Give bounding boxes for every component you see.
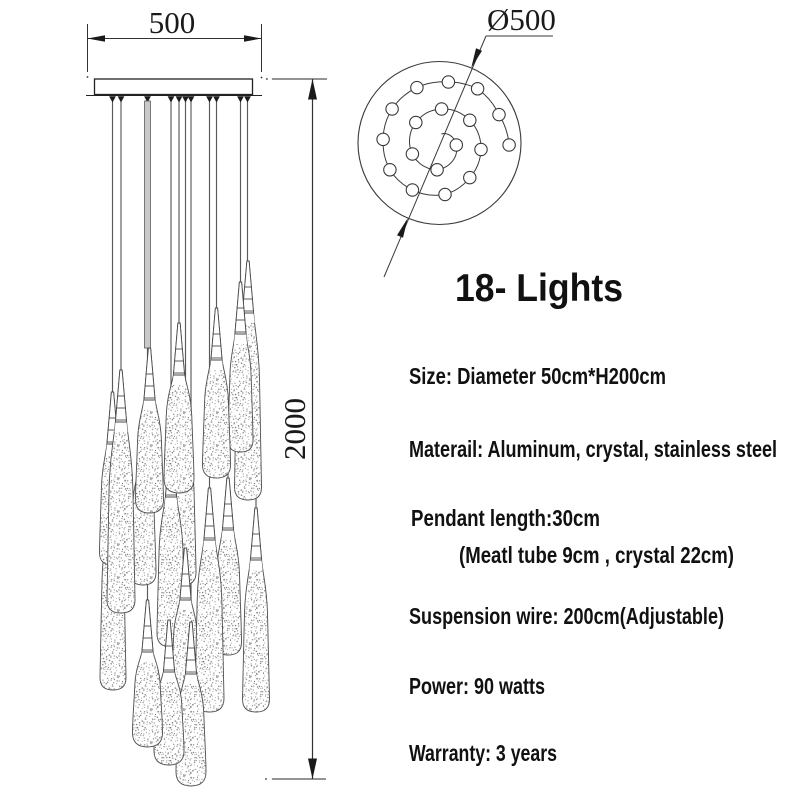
svg-text:Warranty: 3 years: Warranty: 3 years [409,740,557,766]
svg-text:Pendant length:30cm: Pendant length:30cm [411,505,600,531]
svg-text:Suspension wire: 200cm(Adjusta: Suspension wire: 200cm(Adjustable) [409,603,724,629]
svg-text:Power: 90 watts: Power: 90 watts [409,673,545,699]
svg-text:500: 500 [149,5,196,40]
svg-text:2000: 2000 [277,398,312,460]
svg-text:Materail: Aluminum, crystal, s: Materail: Aluminum, crystal, stainless s… [409,436,777,462]
svg-text:Ø500: Ø500 [487,2,556,37]
svg-text:18- Lights: 18- Lights [455,267,623,310]
svg-text:Size: Diameter 50cm*H200cm: Size: Diameter 50cm*H200cm [409,363,666,389]
svg-text:(Meatl tube 9cm , crystal 22cm: (Meatl tube 9cm , crystal 22cm) [459,542,734,568]
